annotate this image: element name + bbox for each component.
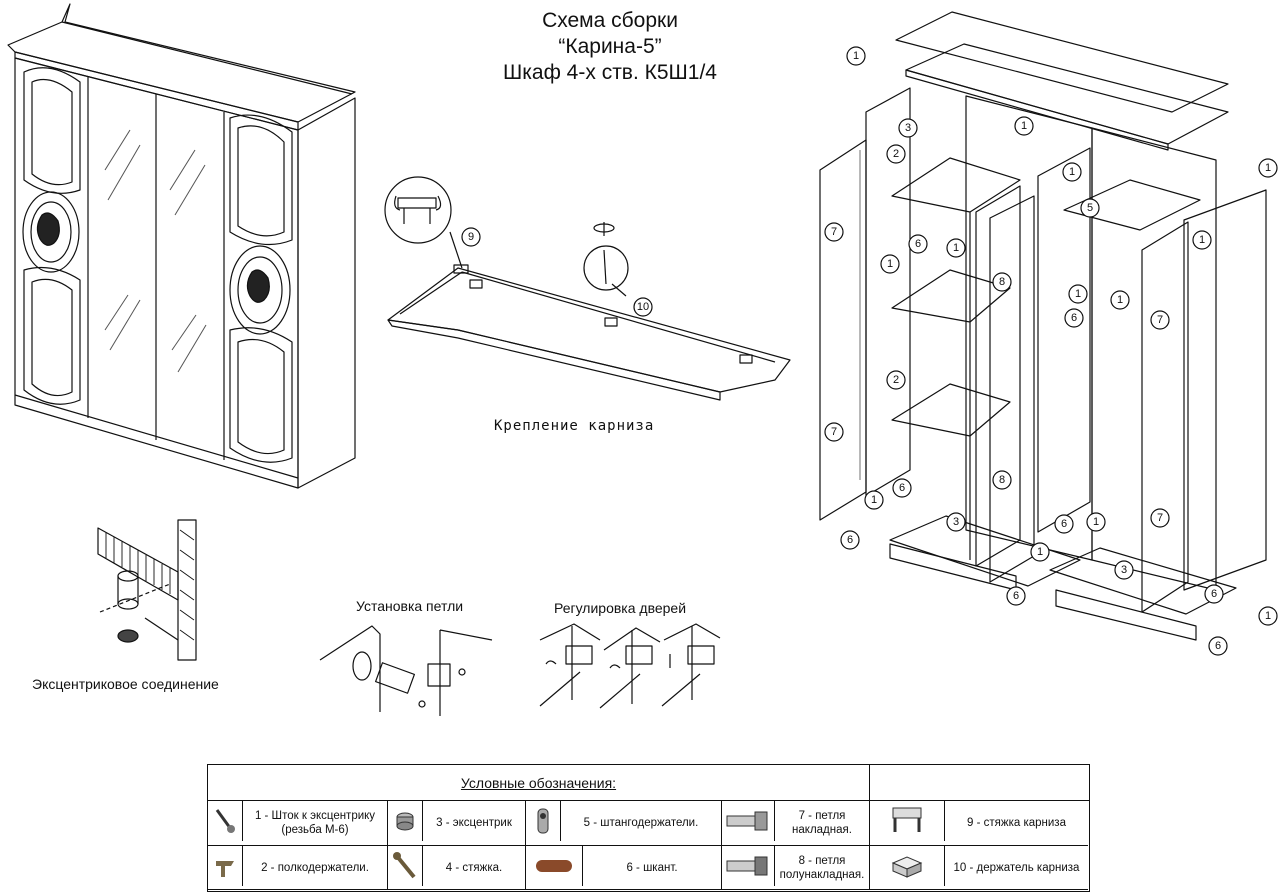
callout-label: 1 (1093, 516, 1099, 528)
right-door-ornament (229, 114, 293, 463)
cornice-callouts (461, 227, 653, 317)
callout-label: 6 (847, 534, 853, 546)
shelf-support-icon (208, 846, 243, 886)
exploded-callouts (824, 46, 1278, 656)
callout-label: 1 (1265, 162, 1271, 174)
title-line-3: Шкаф 4-х ств. К5Ш1/4 (503, 61, 717, 84)
callout-label: 8 (999, 276, 1005, 288)
callout-label: 6 (1215, 640, 1221, 652)
legend-label: 2 - полкодержатели. (261, 861, 369, 874)
dowel-icon (526, 846, 583, 886)
callout-label: 1 (1075, 288, 1081, 300)
callout-label: 1 (887, 258, 893, 270)
hinge-install-caption: Установка петли (356, 598, 464, 614)
callout-label: 1 (1021, 120, 1027, 132)
callout-label: 1 (1199, 234, 1205, 246)
legend-label: 5 - штангодержатели. (583, 817, 699, 829)
legend-item-9: 9 - стяжка карниза (870, 801, 1088, 846)
callout-label: 9 (468, 231, 474, 243)
callout-label: 7 (831, 226, 837, 238)
callout-label: 7 (1157, 314, 1163, 326)
hinge-install-detail (319, 625, 493, 716)
screw-icon (388, 846, 423, 886)
legend-item-1: 1 - Шток к эксцентрику (резьба М-6) (208, 801, 388, 846)
callout-label: 1 (1037, 546, 1043, 558)
callout-label: 3 (905, 122, 911, 134)
legend-item-10: 10 - держатель карниза (870, 846, 1088, 890)
wardrobe-exploded-view (819, 11, 1267, 641)
eccentric-caption: Эксцентриковое соединение (32, 676, 219, 692)
legend-label: 9 - стяжка карниза (967, 817, 1066, 829)
rod-icon (208, 801, 243, 841)
door-adjust-detail (539, 623, 721, 709)
legend-item-4: 4 - стяжка. (388, 846, 526, 890)
callout-label: 8 (999, 474, 1005, 486)
rail-holder-icon (526, 801, 561, 841)
door-adjust-caption: Регулировка дверей (554, 600, 687, 616)
legend-label: 1 - Шток к эксцентрику (резьба М-6) (254, 810, 376, 836)
callout-label: 6 (1061, 518, 1067, 530)
left-door-ornament (22, 67, 81, 405)
callout-label: 6 (1071, 312, 1077, 324)
mirror-reflections (104, 129, 207, 373)
drawing-title: Схема сборки “Карина-5” Шкаф 4-х ств. К5… (420, 8, 800, 86)
legend-heading: Условные обозначения: (208, 765, 870, 801)
legend-table: Условные обозначения: 1 - Шток к эксцент… (207, 764, 1090, 892)
legend-label: 10 - держатель карниза (953, 861, 1080, 874)
callout-label: 7 (1157, 512, 1163, 524)
callout-label: 2 (893, 148, 899, 160)
callout-label: 10 (637, 301, 649, 313)
legend-item-8: 8 - петля полунакладная. (722, 846, 870, 890)
legend-item-6: 6 - шкант. (526, 846, 722, 890)
legend-label: 3 - эксцентрик (436, 817, 512, 829)
callout-label: 3 (1121, 564, 1127, 576)
cornice-detail (384, 176, 791, 401)
callout-label: 6 (899, 482, 905, 494)
legend-label: 7 - петля накладная. (792, 810, 852, 836)
callout-label: 1 (1265, 610, 1271, 622)
legend-label: 8 - петля полунакладная. (779, 854, 865, 881)
callout-label: 5 (1087, 202, 1093, 214)
legend-item-3: 3 - эксцентрик (388, 801, 526, 846)
callout-label: 6 (1013, 590, 1019, 602)
cornice-caption: Крепление карниза (494, 418, 655, 434)
callout-label: 7 (831, 426, 837, 438)
legend-item-7: 7 - петля накладная. (722, 801, 870, 846)
callout-label: 1 (853, 50, 859, 62)
legend-label: 6 - шкант. (626, 861, 678, 874)
legend-label: 4 - стяжка. (445, 861, 503, 874)
callout-label: 3 (953, 516, 959, 528)
cornice-holder-icon (870, 846, 945, 886)
wardrobe-front-view (7, 3, 356, 489)
callout-label: 1 (1069, 166, 1075, 178)
overlay-hinge-icon (722, 801, 775, 841)
callout-label: 6 (915, 238, 921, 250)
callout-label: 1 (871, 494, 877, 506)
legend-item-5: 5 - штангодержатели. (526, 801, 722, 846)
eccentric-joint-detail (97, 519, 197, 661)
cornice-tie-icon (870, 801, 945, 841)
callout-label: 6 (1211, 588, 1217, 600)
callout-label: 2 (893, 374, 899, 386)
legend-item-2: 2 - полкодержатели. (208, 846, 388, 890)
eccentric-icon (388, 801, 423, 841)
callout-label: 1 (1117, 294, 1123, 306)
half-overlay-hinge-icon (722, 846, 775, 886)
title-line-1: Схема сборки (542, 9, 678, 32)
title-line-2: “Карина-5” (558, 35, 662, 58)
legend-heading-spacer (870, 765, 1089, 801)
callout-label: 1 (953, 242, 959, 254)
